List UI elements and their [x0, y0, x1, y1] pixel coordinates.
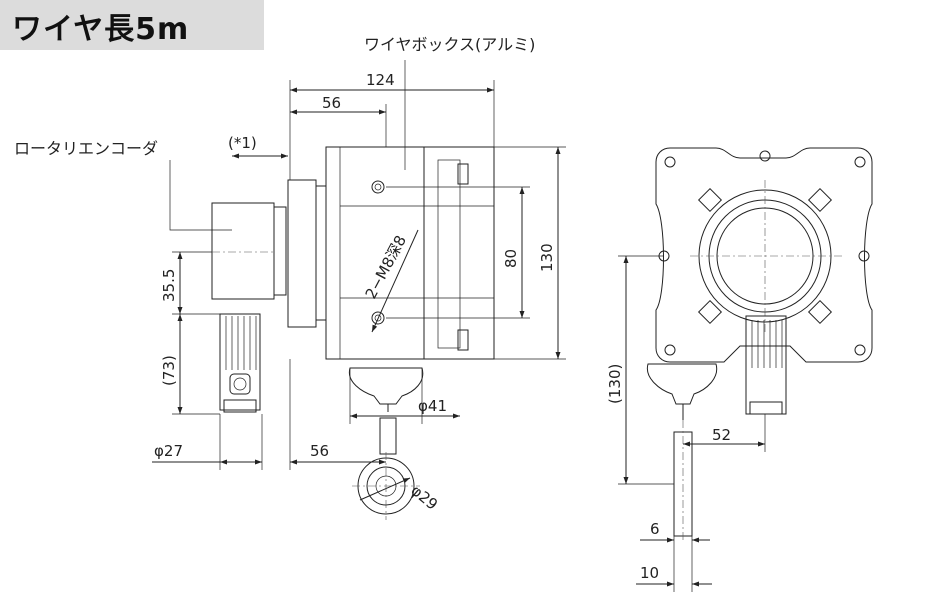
- dim-124: 124: [366, 71, 395, 89]
- dim-6: 6: [650, 520, 660, 538]
- rotary-encoder-label: ロータリエンコーダ: [14, 139, 158, 158]
- side-view: [152, 60, 566, 520]
- encoder-body: [211, 202, 275, 300]
- dim-phi27: φ27: [154, 442, 183, 460]
- dim-10: 10: [640, 564, 659, 582]
- dim-130: 130: [538, 243, 556, 272]
- thread-spec: 2−M8深8: [362, 232, 410, 302]
- dim-phi41: φ41: [418, 397, 447, 415]
- encoder-connector: [219, 313, 261, 411]
- dim-73: (73): [160, 355, 178, 386]
- dim-130-paren: (130): [606, 364, 624, 404]
- encoder-flange: [287, 179, 317, 328]
- wire-box-body: [325, 146, 425, 360]
- title-banner: ワイヤ長5m: [0, 0, 264, 50]
- dim-80: 80: [502, 249, 520, 268]
- wire-box-label: ワイヤボックス(アルミ): [364, 35, 535, 54]
- dim-35-5: 35.5: [160, 269, 178, 302]
- dim-56-bottom: 56: [310, 442, 329, 460]
- page-title: ワイヤ長5m: [12, 12, 190, 47]
- front-view: [618, 147, 873, 592]
- dim-52: 52: [712, 426, 731, 444]
- note-star1: (*1): [228, 134, 257, 152]
- dim-56-top: 56: [322, 94, 341, 112]
- front-housing: [655, 147, 873, 363]
